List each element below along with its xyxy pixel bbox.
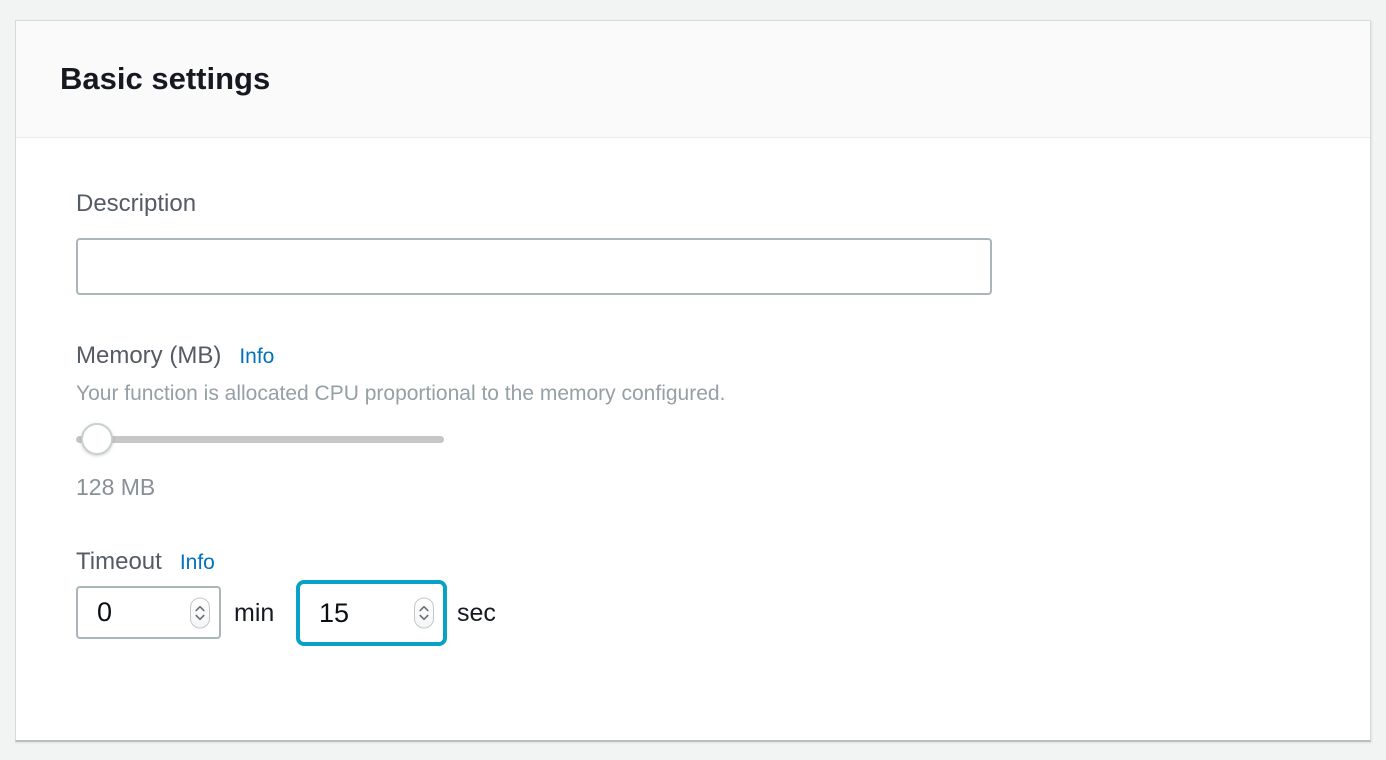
memory-label: Memory (MB) [76, 342, 222, 369]
timeout-controls: min sec [76, 580, 716, 648]
page-title: Basic settings [60, 61, 271, 96]
memory-info-link[interactable]: Info [239, 345, 275, 368]
slider-handle[interactable] [81, 423, 113, 455]
memory-value: 128 MB [76, 474, 156, 500]
timeout-seconds-field[interactable] [296, 580, 447, 646]
stepper-up-down-icon [195, 605, 205, 620]
slider-track[interactable] [76, 436, 444, 443]
minutes-stepper[interactable] [190, 597, 210, 628]
panel-header: Basic settings [16, 21, 1370, 138]
description-input[interactable] [76, 238, 992, 295]
memory-helper-text: Your function is allocated CPU proportio… [76, 382, 726, 405]
timeout-label: Timeout [76, 548, 162, 575]
timeout-label-row: Timeout Info [76, 548, 215, 576]
panel-body: Description Memory (MB) Info Your functi… [16, 138, 1370, 741]
basic-settings-panel: Basic settings Description Memory (MB) I… [15, 20, 1371, 742]
seconds-stepper[interactable] [414, 597, 434, 629]
timeout-minutes-field[interactable] [76, 586, 221, 639]
timeout-info-link[interactable]: Info [179, 551, 215, 574]
timeout-minutes-input[interactable] [78, 597, 166, 628]
minutes-unit-label: min [234, 598, 275, 627]
memory-label-row: Memory (MB) Info [76, 342, 274, 370]
seconds-unit-label: sec [457, 598, 496, 627]
memory-slider[interactable] [76, 422, 444, 458]
description-label: Description [76, 190, 197, 217]
timeout-seconds-input[interactable] [300, 597, 388, 629]
stepper-up-down-icon [419, 605, 429, 621]
